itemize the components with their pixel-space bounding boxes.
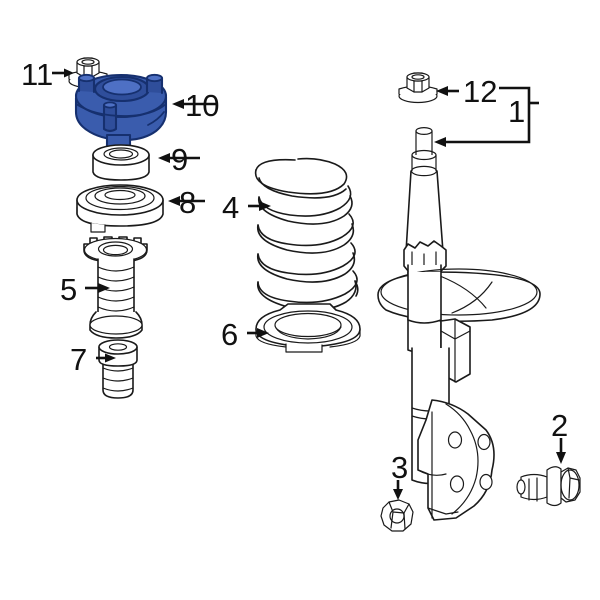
callout-number-8[interactable]: 8 <box>179 185 197 220</box>
part-piston-rod-nut <box>398 72 438 104</box>
callout-number-3[interactable]: 3 <box>391 450 409 485</box>
callout-number-1[interactable]: 1 <box>508 94 526 129</box>
part-strut-to-knuckle-bolt <box>516 466 581 507</box>
callout-number-9[interactable]: 9 <box>171 142 189 177</box>
part-spring-seat-insulator <box>255 303 361 353</box>
part-strut-assembly <box>377 126 541 521</box>
part-coil-spring <box>254 157 359 311</box>
callout-number-7[interactable]: 7 <box>70 342 88 377</box>
callout-number-4[interactable]: 4 <box>222 190 240 225</box>
part-strut-to-knuckle-nut <box>380 499 414 532</box>
callout-number-10[interactable]: 10 <box>185 88 220 123</box>
leader-lines <box>52 68 566 500</box>
part-strut-mount-highlighted <box>74 73 168 155</box>
part-strut-mount-bearing <box>92 144 150 181</box>
part-strut-bumper <box>98 339 138 399</box>
callout-number-5[interactable]: 5 <box>60 272 78 307</box>
part-upper-spring-seat <box>76 184 164 233</box>
part-strut-dust-boot <box>83 236 148 339</box>
callout-number-12[interactable]: 12 <box>463 74 498 109</box>
callout-number-2[interactable]: 2 <box>551 408 569 443</box>
callout-number-6[interactable]: 6 <box>221 317 239 352</box>
callout-number-11[interactable]: 11 <box>21 57 54 92</box>
